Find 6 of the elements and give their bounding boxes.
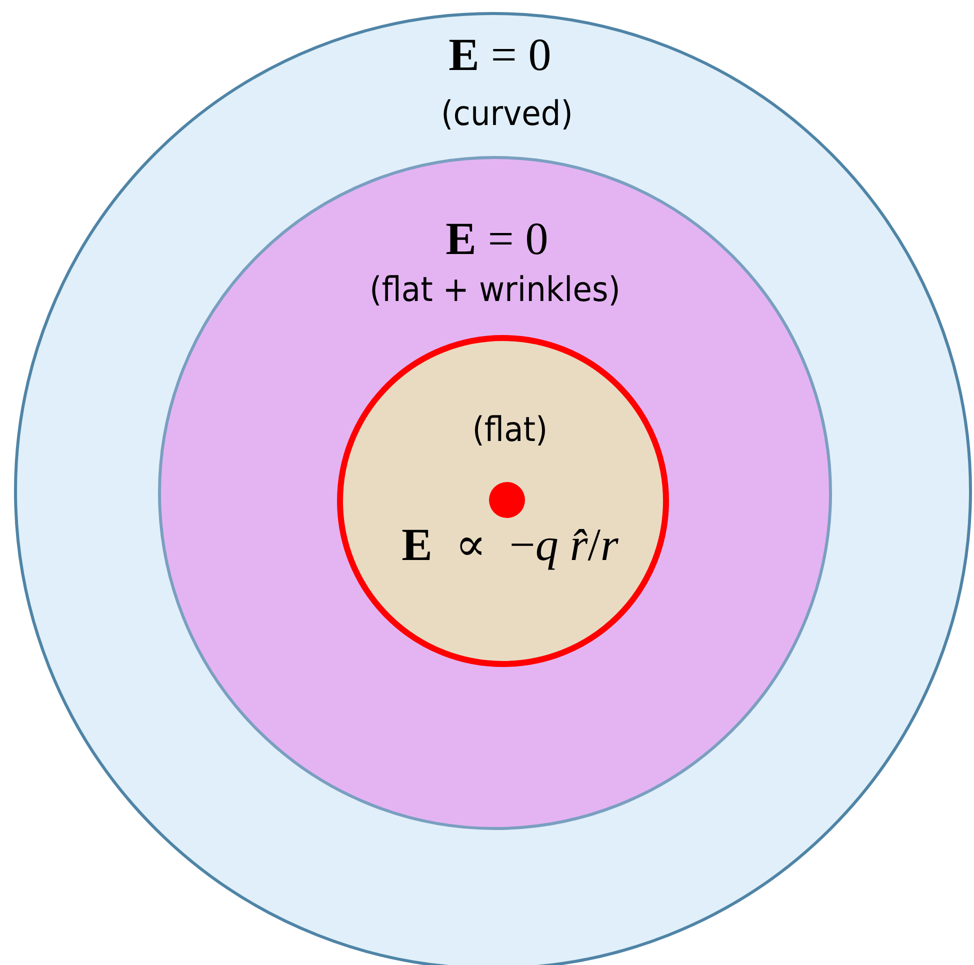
equation-label: E = 0 — [448, 30, 552, 81]
equation-label: E = 0 — [446, 214, 548, 265]
region-label: (flat + wrinkles) — [370, 272, 620, 310]
equation-label: E ∝ −q r̂/r — [402, 520, 618, 571]
region-label: (flat) — [472, 412, 548, 450]
region-label: (curved) — [441, 96, 573, 134]
